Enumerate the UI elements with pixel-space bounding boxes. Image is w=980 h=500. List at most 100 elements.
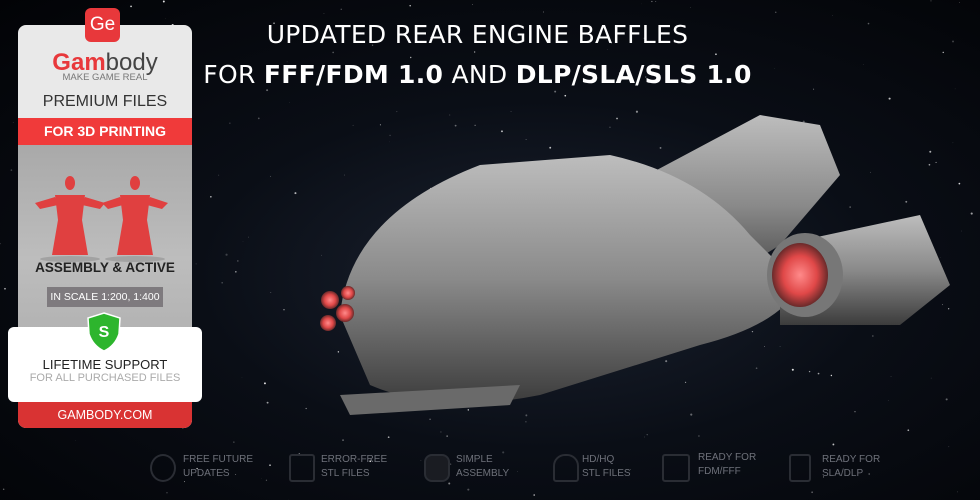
star [237,260,239,262]
star [233,441,235,443]
star [294,192,297,195]
star [564,94,567,97]
star [888,97,891,100]
star [222,471,224,473]
star [542,11,544,13]
premium-files-label: PREMIUM FILES [42,93,168,110]
refresh-icon [150,454,176,482]
website-link[interactable]: GAMBODY.COM [18,402,192,428]
star [644,76,647,78]
star [449,114,451,116]
star [452,77,455,79]
star [665,360,668,363]
star [467,488,470,491]
star [467,409,470,411]
star [270,175,272,177]
star [822,476,825,478]
star [270,292,272,294]
support-title: LIFETIME SUPPORT [42,357,168,372]
star [446,435,448,437]
star [218,174,220,176]
star [472,4,473,6]
star [959,2,960,3]
star [323,13,325,15]
star [690,6,691,8]
star [409,56,412,59]
star [283,309,285,311]
star [643,37,645,39]
star [235,473,237,475]
star [430,36,433,39]
star [657,78,660,80]
star [832,443,835,446]
star [952,40,954,43]
star [396,111,398,113]
star [643,436,645,438]
star [257,117,260,120]
star [690,413,693,416]
brand-name: Gambody [52,49,158,76]
star [0,242,1,245]
star [130,5,132,8]
star [606,49,608,50]
star [830,374,833,377]
star [195,263,197,265]
star [10,169,13,171]
star [449,463,452,465]
star [868,473,870,475]
star [409,5,411,7]
star [165,18,166,19]
star [954,88,956,90]
for-3d-printing-banner: FOR 3D PRINTING [18,118,192,145]
articulated-figures-icon [35,176,168,262]
star [196,467,198,470]
star [872,335,874,337]
star [549,146,552,149]
star [340,8,342,10]
star [651,0,653,3]
star [440,431,442,433]
star [483,25,485,27]
star [242,241,244,242]
star [582,70,585,73]
star [609,126,611,128]
star [854,411,856,413]
star [210,195,212,198]
star [907,429,910,432]
svg-text:S: S [99,324,110,341]
star [389,134,391,137]
star [554,90,557,93]
star [870,171,871,173]
star [957,491,958,493]
puzzle-icon [424,454,450,482]
star [229,122,231,124]
star [930,377,932,379]
star [162,0,165,3]
star [849,206,851,208]
star [266,401,269,404]
star [930,0,932,2]
star [755,367,758,370]
star [952,142,954,144]
star [811,491,814,494]
star [379,124,381,126]
shield-icon: S [87,312,121,352]
star [420,459,422,461]
star [635,110,639,113]
headline-line-2: FOR FFF/FDM 1.0 AND DLP/SLA/SLS 1.0 [203,60,752,89]
star [517,471,518,472]
star [948,308,950,310]
star [958,182,961,185]
star [659,147,662,149]
star [630,469,631,470]
star [369,460,372,463]
star [305,407,307,410]
tagline: MAKE GAME REAL [62,72,148,83]
star [717,79,719,81]
gambody-logo: Ge [85,8,120,42]
star [533,494,535,496]
